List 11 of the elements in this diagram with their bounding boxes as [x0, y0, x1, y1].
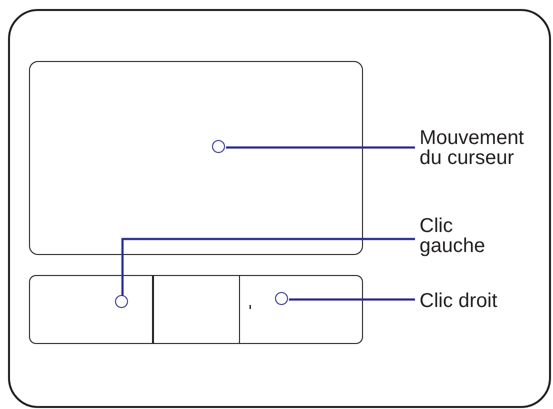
leader-line: [289, 298, 415, 301]
palmrest-outline: [8, 9, 551, 408]
leader-line: [121, 238, 415, 296]
right-button: [238, 274, 362, 344]
left-button: [28, 274, 154, 344]
middle-button: [152, 274, 240, 344]
callout-label: Clic droit: [420, 290, 498, 310]
touchpad-surface: [28, 60, 362, 254]
leader-line: [226, 146, 415, 149]
callout-label: Mouvement du curseur: [420, 128, 532, 168]
callout-label: Clic gauche: [420, 216, 492, 256]
